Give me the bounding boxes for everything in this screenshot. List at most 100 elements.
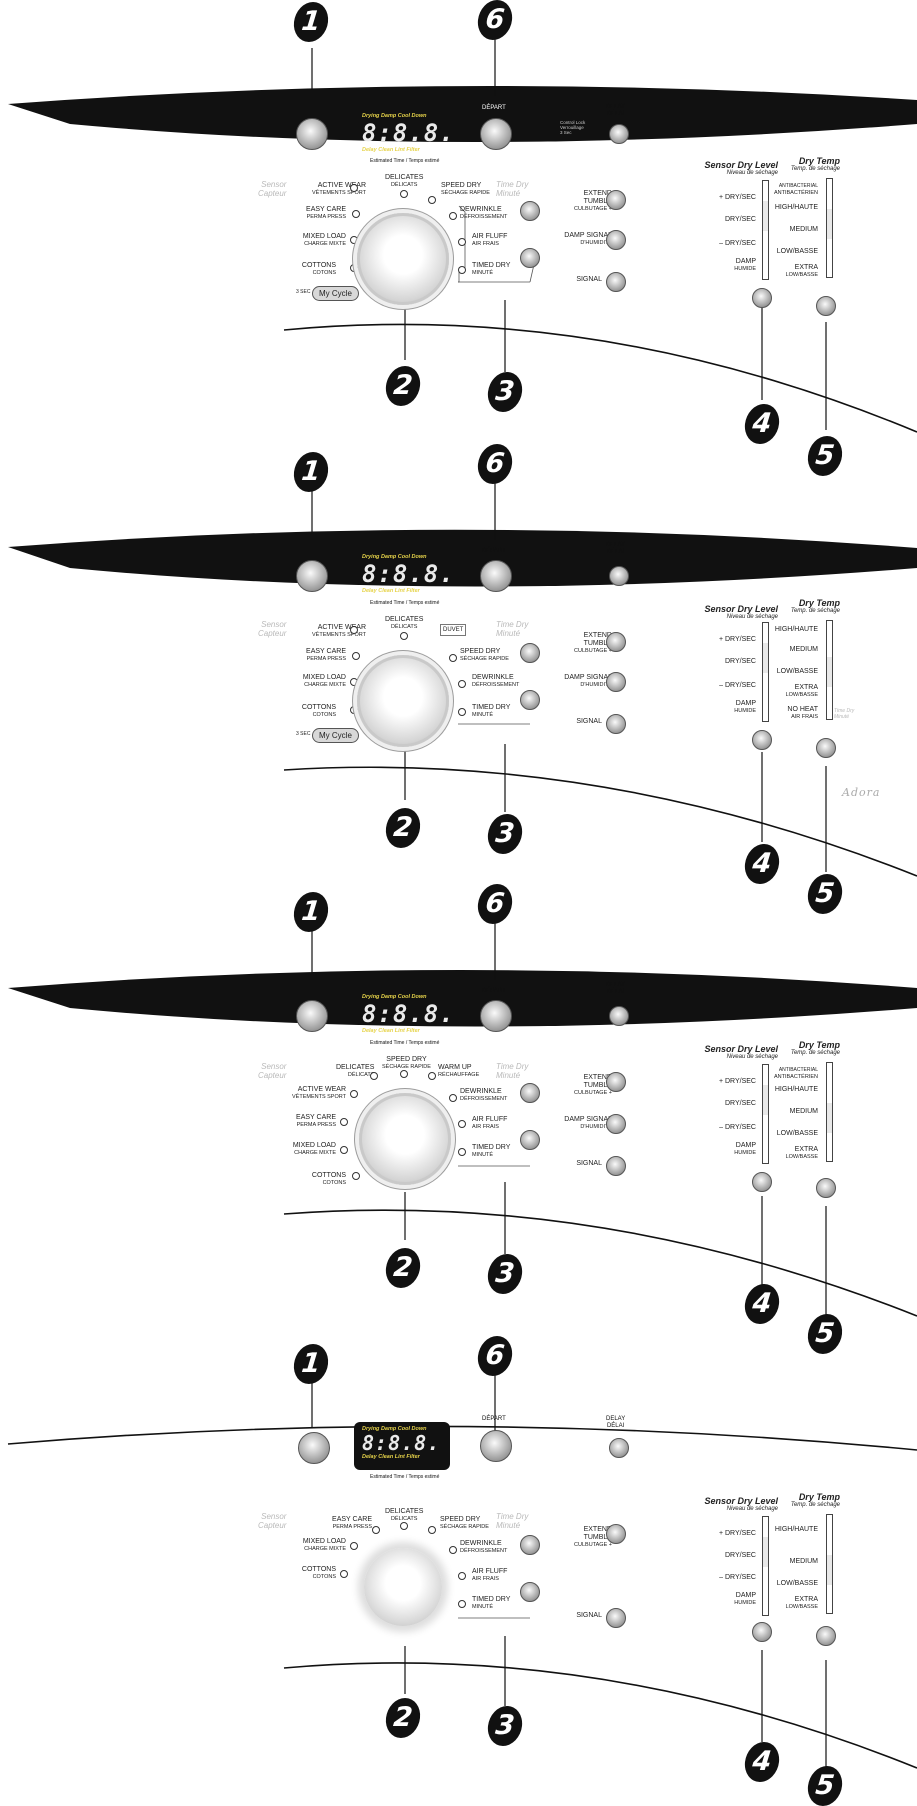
- cycle-dewrinkle[interactable]: DewrinkleDéfroissement: [460, 1540, 508, 1554]
- temp-up-button[interactable]: [520, 1535, 540, 1555]
- temp-down-button[interactable]: [520, 1582, 540, 1602]
- cycle-active-wear[interactable]: Active WearVêtements Sport: [312, 182, 366, 196]
- cycle-easy-care[interactable]: Easy CarePerma Press: [306, 648, 346, 662]
- status-damp: Damp: [380, 113, 397, 119]
- signal-button[interactable]: [606, 1156, 626, 1176]
- cycle-active-wear[interactable]: Active WearVêtements Sport: [292, 1086, 346, 1100]
- my-cycle-button[interactable]: My Cycle: [312, 728, 359, 743]
- temp-down-button[interactable]: [520, 690, 540, 710]
- led-easy-care: [372, 1526, 380, 1534]
- cycle-duvet[interactable]: Duvet: [440, 624, 467, 636]
- damp-signal-button[interactable]: [606, 230, 626, 250]
- extend-tumble-button[interactable]: [606, 1072, 626, 1092]
- cycle-dial[interactable]: [359, 1093, 451, 1185]
- temp-medium: Medium: [789, 646, 818, 653]
- cycle-dewrinkle[interactable]: DewrinkleDéfroissement: [460, 206, 508, 220]
- panel-1: 1 6 2 3 4 5 Drying Damp Cool Down 8:8.8.…: [0, 0, 917, 476]
- led-timed-dry: [458, 1148, 466, 1156]
- delay-button[interactable]: [609, 1438, 629, 1458]
- cycle-easy-care[interactable]: Easy CarePerma Press: [296, 1114, 336, 1128]
- led-speed-dry: [449, 654, 457, 662]
- estimated-time-label: Estimated Time / Temps estimé: [370, 600, 440, 606]
- start-button[interactable]: [480, 118, 512, 150]
- cycle-air-fluff[interactable]: Air FluffAir Frais: [472, 233, 508, 247]
- start-button[interactable]: [480, 560, 512, 592]
- led-active-wear: [350, 1090, 358, 1098]
- start-button[interactable]: [480, 1000, 512, 1032]
- cycle-air-fluff[interactable]: Air FluffAir Frais: [472, 1116, 508, 1130]
- cycle-air-fluff[interactable]: Air FluffAir Frais: [472, 1568, 508, 1582]
- cycle-dewrinkle[interactable]: DewrinkleDéfroissement: [472, 674, 520, 688]
- cycle-mixed-load[interactable]: Mixed LoadCharge Mixte: [302, 1538, 346, 1552]
- cycle-delicates[interactable]: DelicatesDélicats: [385, 174, 424, 188]
- extend-tumble-button[interactable]: [606, 1524, 626, 1544]
- cycle-delicates[interactable]: DelicatesDélicats: [336, 1064, 375, 1078]
- depart-label: Départ: [482, 548, 506, 554]
- cycle-dial[interactable]: [357, 655, 449, 747]
- panel-4: 1 6 2 3 4 5 Drying Damp Cool Down 8:8.8.…: [0, 1336, 917, 1806]
- cycle-delicates[interactable]: DelicatesDélicats: [385, 1508, 424, 1522]
- extend-tumble-button[interactable]: [606, 632, 626, 652]
- cycle-warm-up[interactable]: Warm UpRéchauffage: [438, 1064, 480, 1078]
- dry-temp-button[interactable]: [816, 296, 836, 316]
- damp-signal-button[interactable]: [606, 672, 626, 692]
- cycle-dewrinkle[interactable]: DewrinkleDéfroissement: [460, 1088, 508, 1102]
- cycle-speed-dry[interactable]: Speed DrySéchage Rapide: [382, 1056, 431, 1070]
- signal-button[interactable]: [606, 714, 626, 734]
- extend-tumble-button[interactable]: [606, 190, 626, 210]
- dry-temp-button[interactable]: [816, 1626, 836, 1646]
- cycle-cottons[interactable]: CottonsCotons: [311, 1172, 346, 1186]
- callout-6: 6: [475, 0, 515, 40]
- cycle-easy-care[interactable]: Easy CarePerma Press: [332, 1516, 372, 1530]
- temp-antibacterial: AntibacterialAntibactérien: [773, 183, 818, 196]
- cycle-easy-care[interactable]: Easy CarePerma Press: [306, 206, 346, 220]
- led-speed-dry: [428, 196, 436, 204]
- dry-level-button[interactable]: [752, 288, 772, 308]
- cycle-delicates[interactable]: DelicatesDélicats: [385, 616, 424, 630]
- temp-down-button[interactable]: [520, 1130, 540, 1150]
- power-button[interactable]: [298, 1432, 330, 1464]
- sensor-dry-level-slider: [762, 180, 769, 280]
- start-button[interactable]: [480, 1430, 512, 1462]
- cycle-active-wear[interactable]: Active WearVêtements Sport: [312, 624, 366, 638]
- cycle-mixed-load[interactable]: Mixed LoadCharge Mixte: [302, 674, 346, 688]
- power-button[interactable]: [296, 560, 328, 592]
- cycle-mixed-load[interactable]: Mixed LoadCharge Mixte: [292, 1142, 336, 1156]
- cycle-speed-dry[interactable]: Speed DrySéchage Rapide: [460, 648, 509, 662]
- cycle-dial[interactable]: [357, 213, 449, 305]
- signal-button[interactable]: [606, 1608, 626, 1628]
- signal-button[interactable]: [606, 272, 626, 292]
- damp-signal-button[interactable]: [606, 1114, 626, 1134]
- cycle-cottons[interactable]: CottonsCotons: [301, 1566, 336, 1580]
- power-button[interactable]: [296, 118, 328, 150]
- cycle-mixed-load[interactable]: Mixed LoadCharge Mixte: [302, 233, 346, 247]
- temp-up-button[interactable]: [520, 643, 540, 663]
- temp-up-button[interactable]: [520, 1083, 540, 1103]
- adora-logo: Adora: [842, 786, 881, 799]
- delay-label: DelayDélai: [606, 982, 626, 995]
- delay-button[interactable]: [609, 1006, 629, 1026]
- power-button[interactable]: [296, 1000, 328, 1032]
- dry-level-button[interactable]: [752, 1172, 772, 1192]
- cycle-speed-dry[interactable]: Speed DrySéchage Rapide: [440, 1516, 489, 1530]
- cycle-speed-dry[interactable]: Speed DrySéchage Rapide: [441, 182, 490, 196]
- dry-level-button[interactable]: [752, 1622, 772, 1642]
- dry-temp-button[interactable]: [816, 738, 836, 758]
- temp-up-button[interactable]: [520, 201, 540, 221]
- cycle-dial[interactable]: [364, 1548, 442, 1626]
- my-cycle-button[interactable]: My Cycle: [312, 286, 359, 301]
- delay-button[interactable]: [609, 566, 629, 586]
- delay-button[interactable]: [609, 124, 629, 144]
- dry-level-button[interactable]: [752, 730, 772, 750]
- dry-temp-button[interactable]: [816, 1178, 836, 1198]
- led-mixed-load: [350, 1542, 358, 1550]
- cycle-cottons[interactable]: CottonsCotons: [301, 262, 336, 276]
- cycle-cottons[interactable]: CottonsCotons: [301, 704, 336, 718]
- led-mixed-load: [340, 1146, 348, 1154]
- temp-down-button[interactable]: [520, 248, 540, 268]
